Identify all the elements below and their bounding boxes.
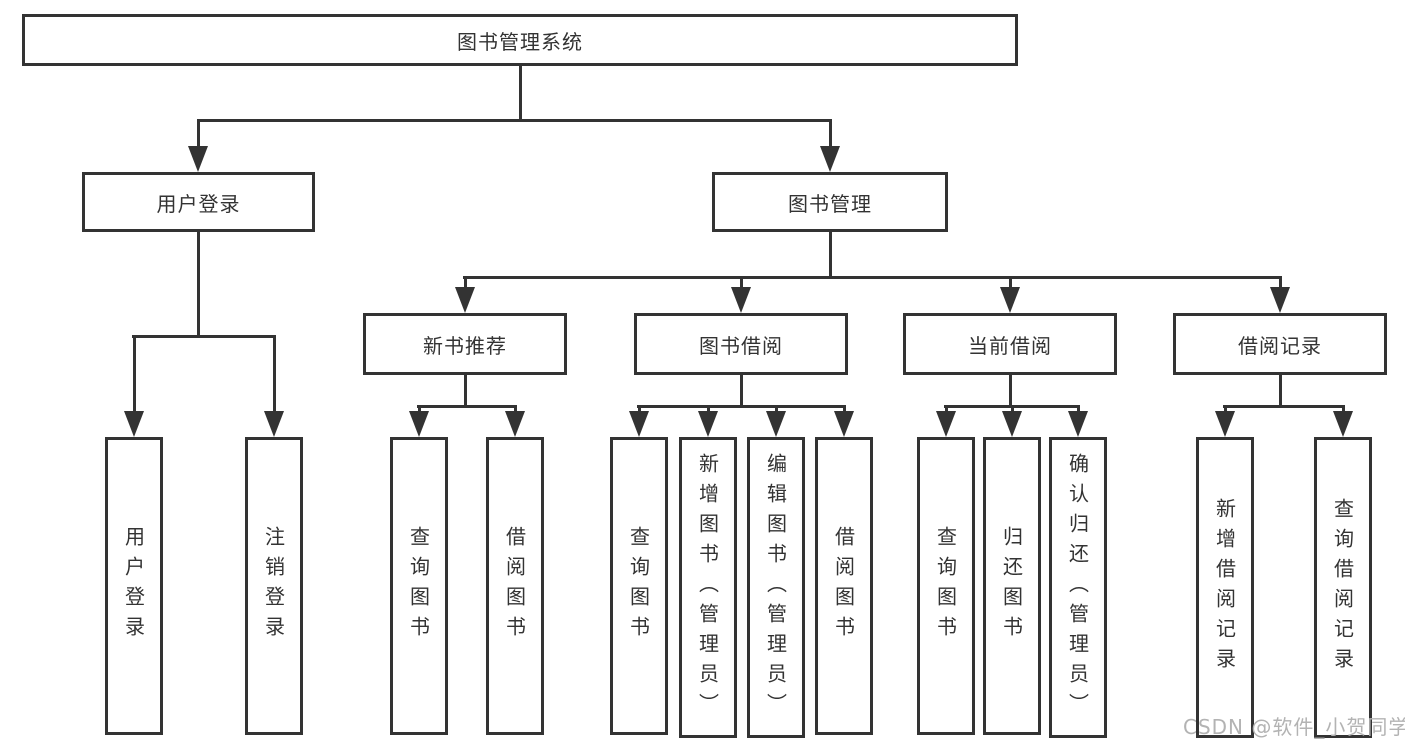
node-book-borrow: 图书借阅 bbox=[634, 313, 848, 375]
node-current-borrow: 当前借阅 bbox=[903, 313, 1117, 375]
leaf-logout-login: 注销登录 bbox=[245, 437, 303, 735]
leaf-label: 查询图书 bbox=[626, 526, 651, 646]
arrow-down bbox=[834, 405, 854, 437]
leaf-label: 确认归还（管理员） bbox=[1065, 452, 1090, 723]
leaf-user-login: 用户登录 bbox=[105, 437, 163, 735]
csdn-watermark: CSDN @软件_小贺同学 bbox=[1183, 715, 1405, 739]
arrow-to-leaf-login bbox=[124, 335, 144, 437]
leaf-query-books-borrow: 查询图书 bbox=[610, 437, 668, 735]
arrow-to-current-borrow bbox=[1000, 276, 1020, 313]
arrow-to-borrow-records bbox=[1270, 276, 1290, 313]
leaf-query-books-recommend: 查询图书 bbox=[390, 437, 448, 735]
arrow-head-icon bbox=[124, 411, 144, 437]
node-new-book-recommend: 新书推荐 bbox=[363, 313, 567, 375]
arrow-head-icon bbox=[766, 411, 786, 437]
arrow-to-book-management bbox=[820, 119, 840, 172]
leaf-return-books: 归还图书 bbox=[983, 437, 1041, 735]
arrow-to-user-login bbox=[188, 119, 208, 172]
leaf-label: 新增借阅记录 bbox=[1212, 497, 1237, 678]
arrow-head-icon bbox=[1333, 411, 1353, 437]
leaf-label: 查询图书 bbox=[933, 526, 958, 646]
arrow-down bbox=[629, 405, 649, 437]
leaf-confirm-return-admin: 确认归还（管理员） bbox=[1049, 437, 1107, 738]
arrow-to-book-borrow bbox=[731, 276, 751, 313]
arrow-head-icon bbox=[455, 287, 475, 313]
arrow-down bbox=[766, 405, 786, 437]
connector-root-stem bbox=[519, 66, 522, 119]
node-label: 用户登录 bbox=[156, 191, 241, 216]
leaf-label: 新增图书（管理员） bbox=[695, 452, 720, 723]
arrow-head-icon bbox=[731, 287, 751, 313]
arrow-head-icon bbox=[629, 411, 649, 437]
arrow-down bbox=[409, 405, 429, 437]
arrow-head-icon bbox=[1270, 287, 1290, 313]
arrow-to-leaf-logout bbox=[264, 335, 284, 437]
arrow-head-icon bbox=[1215, 411, 1235, 437]
connector-book-mgmt-stem bbox=[829, 232, 832, 276]
node-root-system: 图书管理系统 bbox=[22, 14, 1018, 66]
arrow-down bbox=[1002, 405, 1022, 437]
arrow-head-icon bbox=[264, 411, 284, 437]
leaf-label: 查询图书 bbox=[406, 526, 431, 646]
arrow-head-icon bbox=[188, 146, 208, 172]
node-label: 图书借阅 bbox=[699, 333, 783, 358]
connector-root-hbar bbox=[197, 119, 832, 122]
connector-new-book-hbar bbox=[417, 405, 517, 408]
node-label: 图书管理系统 bbox=[457, 29, 583, 54]
arrow-head-icon bbox=[505, 411, 525, 437]
connector-book-mgmt-hbar bbox=[463, 276, 1282, 279]
connector-new-book-stem bbox=[464, 375, 467, 405]
node-label: 借阅记录 bbox=[1238, 333, 1322, 358]
arrow-head-icon bbox=[698, 411, 718, 437]
connector-borrow-records-hbar bbox=[1223, 405, 1345, 408]
connector-current-borrow-stem bbox=[1009, 375, 1012, 405]
leaf-label: 借阅图书 bbox=[831, 526, 856, 646]
leaf-edit-books-admin: 编辑图书（管理员） bbox=[747, 437, 805, 738]
leaf-borrow-books-recommend: 借阅图书 bbox=[486, 437, 544, 735]
leaf-label: 查询借阅记录 bbox=[1330, 497, 1355, 678]
arrow-to-new-book bbox=[455, 276, 475, 313]
leaf-label: 注销登录 bbox=[261, 526, 286, 646]
leaf-query-borrow-record: 查询借阅记录 bbox=[1314, 437, 1372, 738]
node-user-login: 用户登录 bbox=[82, 172, 315, 232]
leaf-add-borrow-record: 新增借阅记录 bbox=[1196, 437, 1254, 738]
leaf-query-books-current: 查询图书 bbox=[917, 437, 975, 735]
arrow-down bbox=[936, 405, 956, 437]
arrow-head-icon bbox=[1002, 411, 1022, 437]
node-book-management: 图书管理 bbox=[712, 172, 948, 232]
arrow-down bbox=[698, 405, 718, 437]
leaf-label: 归还图书 bbox=[999, 526, 1024, 646]
arrow-head-icon bbox=[1068, 411, 1088, 437]
leaf-borrow-books: 借阅图书 bbox=[815, 437, 873, 735]
arrow-down bbox=[505, 405, 525, 437]
arrow-down bbox=[1215, 405, 1235, 437]
connector-user-login-hbar bbox=[132, 335, 276, 338]
node-label: 当前借阅 bbox=[968, 333, 1052, 358]
arrow-down bbox=[1068, 405, 1088, 437]
leaf-label: 编辑图书（管理员） bbox=[763, 452, 788, 723]
connector-book-borrow-hbar bbox=[637, 405, 846, 408]
arrow-head-icon bbox=[834, 411, 854, 437]
leaf-label: 用户登录 bbox=[121, 526, 146, 646]
arrow-head-icon bbox=[409, 411, 429, 437]
connector-user-login-stem bbox=[197, 232, 200, 335]
leaf-label: 借阅图书 bbox=[502, 526, 527, 646]
connector-borrow-records-stem bbox=[1279, 375, 1282, 405]
arrow-head-icon bbox=[936, 411, 956, 437]
arrow-head-icon bbox=[820, 146, 840, 172]
connector-book-borrow-stem bbox=[740, 375, 743, 405]
node-label: 图书管理 bbox=[788, 191, 872, 216]
node-borrow-records: 借阅记录 bbox=[1173, 313, 1387, 375]
arrow-head-icon bbox=[1000, 287, 1020, 313]
node-label: 新书推荐 bbox=[423, 333, 507, 358]
arrow-down bbox=[1333, 405, 1353, 437]
leaf-add-books-admin: 新增图书（管理员） bbox=[679, 437, 737, 738]
